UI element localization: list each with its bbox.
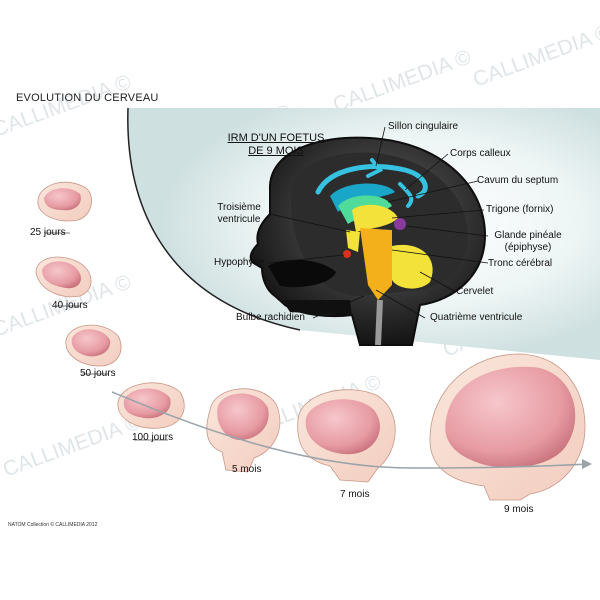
stage-100-jours — [117, 382, 185, 429]
label-bulbe-rachidien: Bulbe rachidien — [236, 312, 305, 323]
stage-label-5-mois: 5 mois — [232, 464, 262, 475]
hypophyse-shape — [343, 250, 351, 258]
stage-label-9-mois: 9 mois — [504, 504, 534, 515]
stage-label-50-jours: 50 jours — [80, 368, 116, 379]
page-title: EVOLUTION DU CERVEAU — [16, 92, 159, 104]
stage-40-jours — [35, 256, 92, 298]
tronc-cerebral-shape — [360, 228, 392, 300]
leader-lines — [267, 126, 489, 319]
mri-title-line2: DE 9 MOIS — [248, 145, 304, 157]
stage-9-mois — [429, 353, 586, 501]
label-glande-pineale: Glande pinéale (épiphyse) — [488, 230, 568, 254]
glande-pineale-shape — [394, 218, 406, 230]
label-corps-calleux: Corps calleux — [450, 148, 511, 159]
growth-arrow — [111, 391, 589, 469]
stage-50-jours — [65, 324, 122, 367]
mri-head — [249, 136, 487, 346]
label-trigone: Trigone (fornix) — [486, 204, 554, 215]
stage-label-7-mois: 7 mois — [340, 489, 370, 500]
label-quatrieme-ventricule: Quatrième ventricule — [430, 312, 523, 323]
backdrop-curve — [127, 107, 301, 331]
label-glande-pineale-line1: Glande pinéale — [494, 230, 562, 241]
stage-25-jours — [37, 181, 92, 222]
label-sillon-cingulaire: Sillon cingulaire — [388, 121, 459, 132]
label-cervelet: Cervelet — [456, 286, 494, 297]
label-tronc-cerebral: Tronc cérébral — [488, 258, 553, 269]
sillon-cingulaire-shape — [315, 164, 428, 199]
label-troisieme-ventricule: Troisième ventricule — [208, 202, 270, 226]
trigone-shape — [352, 204, 398, 232]
cervelet-shape — [392, 244, 433, 289]
label-troisieme-ventricule-line1: Troisième — [217, 202, 261, 213]
label-hypophyse: Hypophyse — [214, 257, 265, 268]
stage-7-mois — [297, 389, 396, 483]
label-glande-pineale-line2: (épiphyse) — [504, 242, 552, 253]
stage-label-40-jours: 40 jours — [52, 300, 88, 311]
copyright-credit: NATOM Collection © CALLIMEDIA 2012 — [8, 522, 98, 528]
mri-title: IRM D'UN FOETUS DE 9 MOIS — [226, 132, 326, 158]
label-cavum-septum: Cavum du septum — [477, 175, 559, 186]
troisieme-ventricule-shape — [346, 230, 360, 252]
stage-5-mois — [206, 388, 281, 473]
stage-label-100-jours: 100 jours — [132, 432, 174, 443]
stage-label-25-jours: 25 jours — [30, 227, 66, 238]
mri-title-line1: IRM D'UN FOETUS — [227, 132, 325, 144]
label-troisieme-ventricule-line2: ventricule — [217, 214, 261, 225]
